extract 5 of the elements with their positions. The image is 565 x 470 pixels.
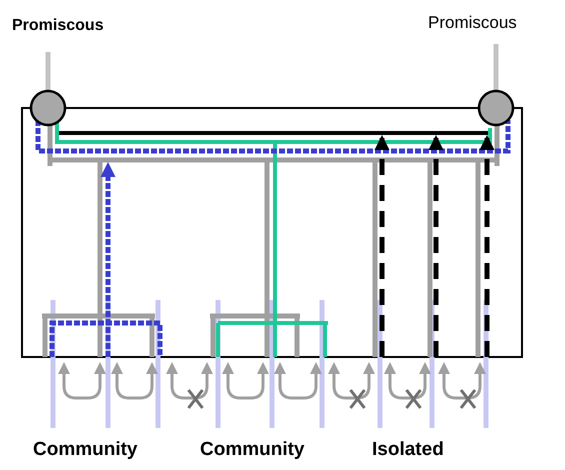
port-type-label: Community xyxy=(33,438,138,462)
port-type-label: Community xyxy=(200,438,304,462)
port-type-label: Isolated xyxy=(372,438,444,462)
port-type-label: Promiscous xyxy=(12,16,104,36)
port-type-label: Promiscous xyxy=(428,12,517,34)
